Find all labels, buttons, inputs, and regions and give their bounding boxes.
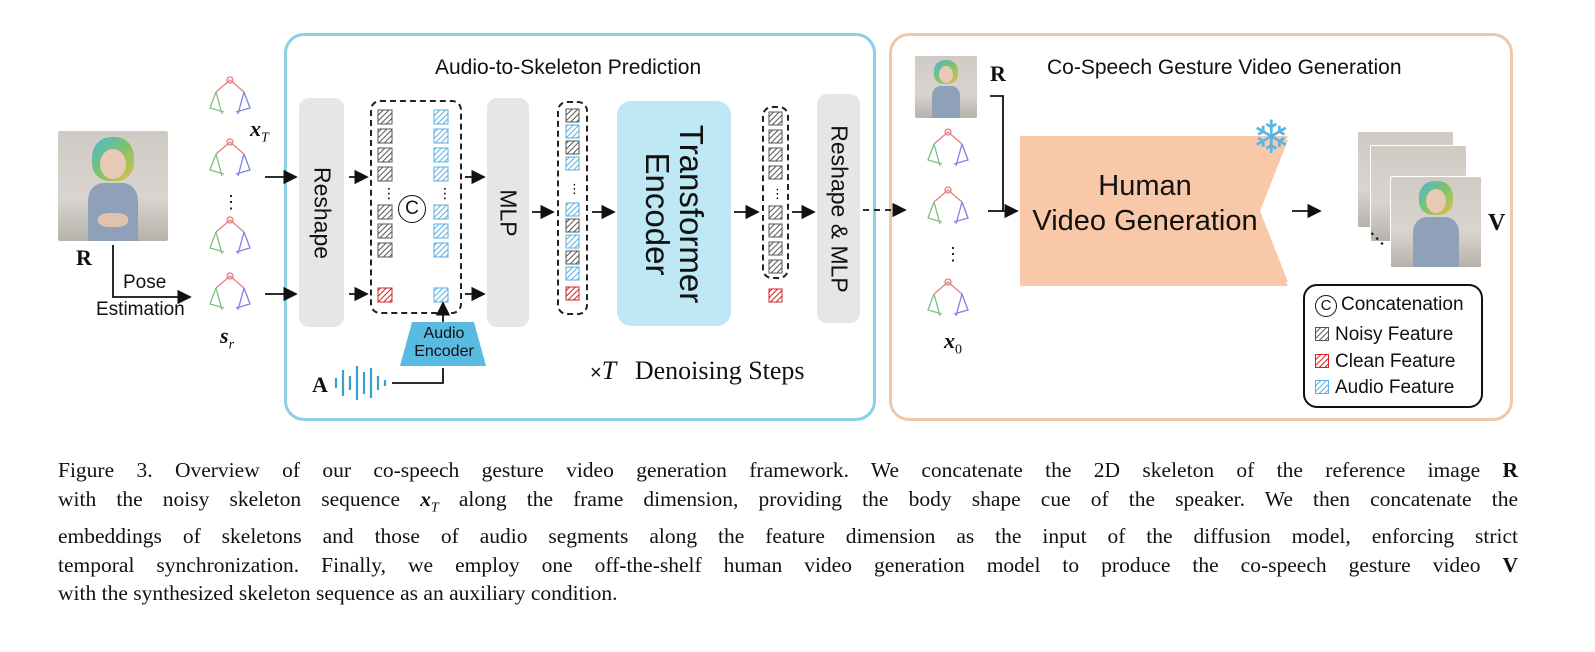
skeleton-ellipsis-left: ⋮: [222, 192, 240, 212]
figure-caption: Figure 3. Overview of our co-speech gest…: [58, 456, 1518, 608]
legend-audio: Audio Feature: [1315, 377, 1454, 399]
encoder-output-stack: [762, 106, 789, 279]
mlp-block: MLP: [487, 98, 529, 327]
symbol-a: A: [312, 372, 328, 397]
svg-text:⋮: ⋮: [382, 186, 396, 202]
symbol-r-right: R: [990, 61, 1006, 86]
caption-line-5: with the synthesized skeleton sequence a…: [58, 581, 618, 606]
transformer-encoder-block: Transformer Encoder: [617, 101, 731, 326]
video-generation-panel: [889, 33, 1513, 421]
reshape-block: Reshape: [299, 98, 344, 327]
audio-to-skeleton-panel: [284, 33, 876, 421]
caption-line-2: with the noisy skeleton sequence xT alon…: [58, 486, 1518, 515]
symbol-sr: sr: [220, 323, 235, 353]
legend-noisy: Noisy Feature: [1315, 324, 1453, 346]
panel-title-video-generation: Co-Speech Gesture Video Generation: [1047, 56, 1402, 79]
flow-arrows: [112, 95, 1322, 384]
symbol-xt: xT: [250, 116, 269, 146]
svg-text:⋮: ⋮: [568, 182, 581, 197]
snowflake-icon: ❄: [1252, 111, 1291, 163]
reference-image-small: [915, 56, 977, 118]
caption-line-3: embeddings of skeletons and those of aud…: [58, 524, 1518, 549]
symbol-v: V: [1488, 210, 1506, 236]
panel-title-audio-to-skeleton: Audio-to-Skeleton Prediction: [435, 56, 702, 79]
output-frame-front: [1390, 176, 1482, 268]
mlp-output-stack: [557, 101, 588, 315]
denoising-steps-label: ×T Denoising Steps: [590, 356, 805, 385]
human-video-generation-line1: Human: [1098, 170, 1192, 202]
audio-encoder-label: Audio Encoder: [414, 325, 474, 360]
audio-encoder-block: [400, 322, 486, 366]
legend-clean: Clean Feature: [1315, 351, 1455, 373]
caption-line-1: Figure 3. Overview of our co-speech gest…: [58, 458, 1518, 482]
caption-line-4: temporal synchronization. Finally, we em…: [58, 552, 1518, 577]
reshape-mlp-block: Reshape & MLP: [817, 94, 860, 323]
encoder-output-cells: ⋮: [768, 111, 784, 303]
reference-image: [58, 131, 168, 241]
concat-symbol: C: [398, 195, 426, 223]
concat-feature-stack: [370, 100, 462, 314]
human-video-generation-line2: Video Generation: [1032, 205, 1258, 237]
symbol-r-reference: R: [76, 245, 92, 270]
skeleton-column-xt: [209, 76, 251, 311]
generator-shape: [1020, 136, 1288, 286]
svg-text:⋮: ⋮: [771, 187, 784, 202]
skeleton-ellipsis-right: ⋮: [944, 244, 962, 264]
estimation-label: Estimation: [96, 299, 185, 320]
audio-waveform-icon: [334, 366, 387, 400]
symbol-x0: x0: [944, 328, 962, 358]
svg-text:⋮: ⋮: [438, 186, 452, 202]
pose-label: Pose: [123, 272, 167, 293]
concat-feature-cells: ⋮ ⋮: [377, 109, 452, 303]
mlp-output-cells: ⋮: [565, 108, 581, 301]
